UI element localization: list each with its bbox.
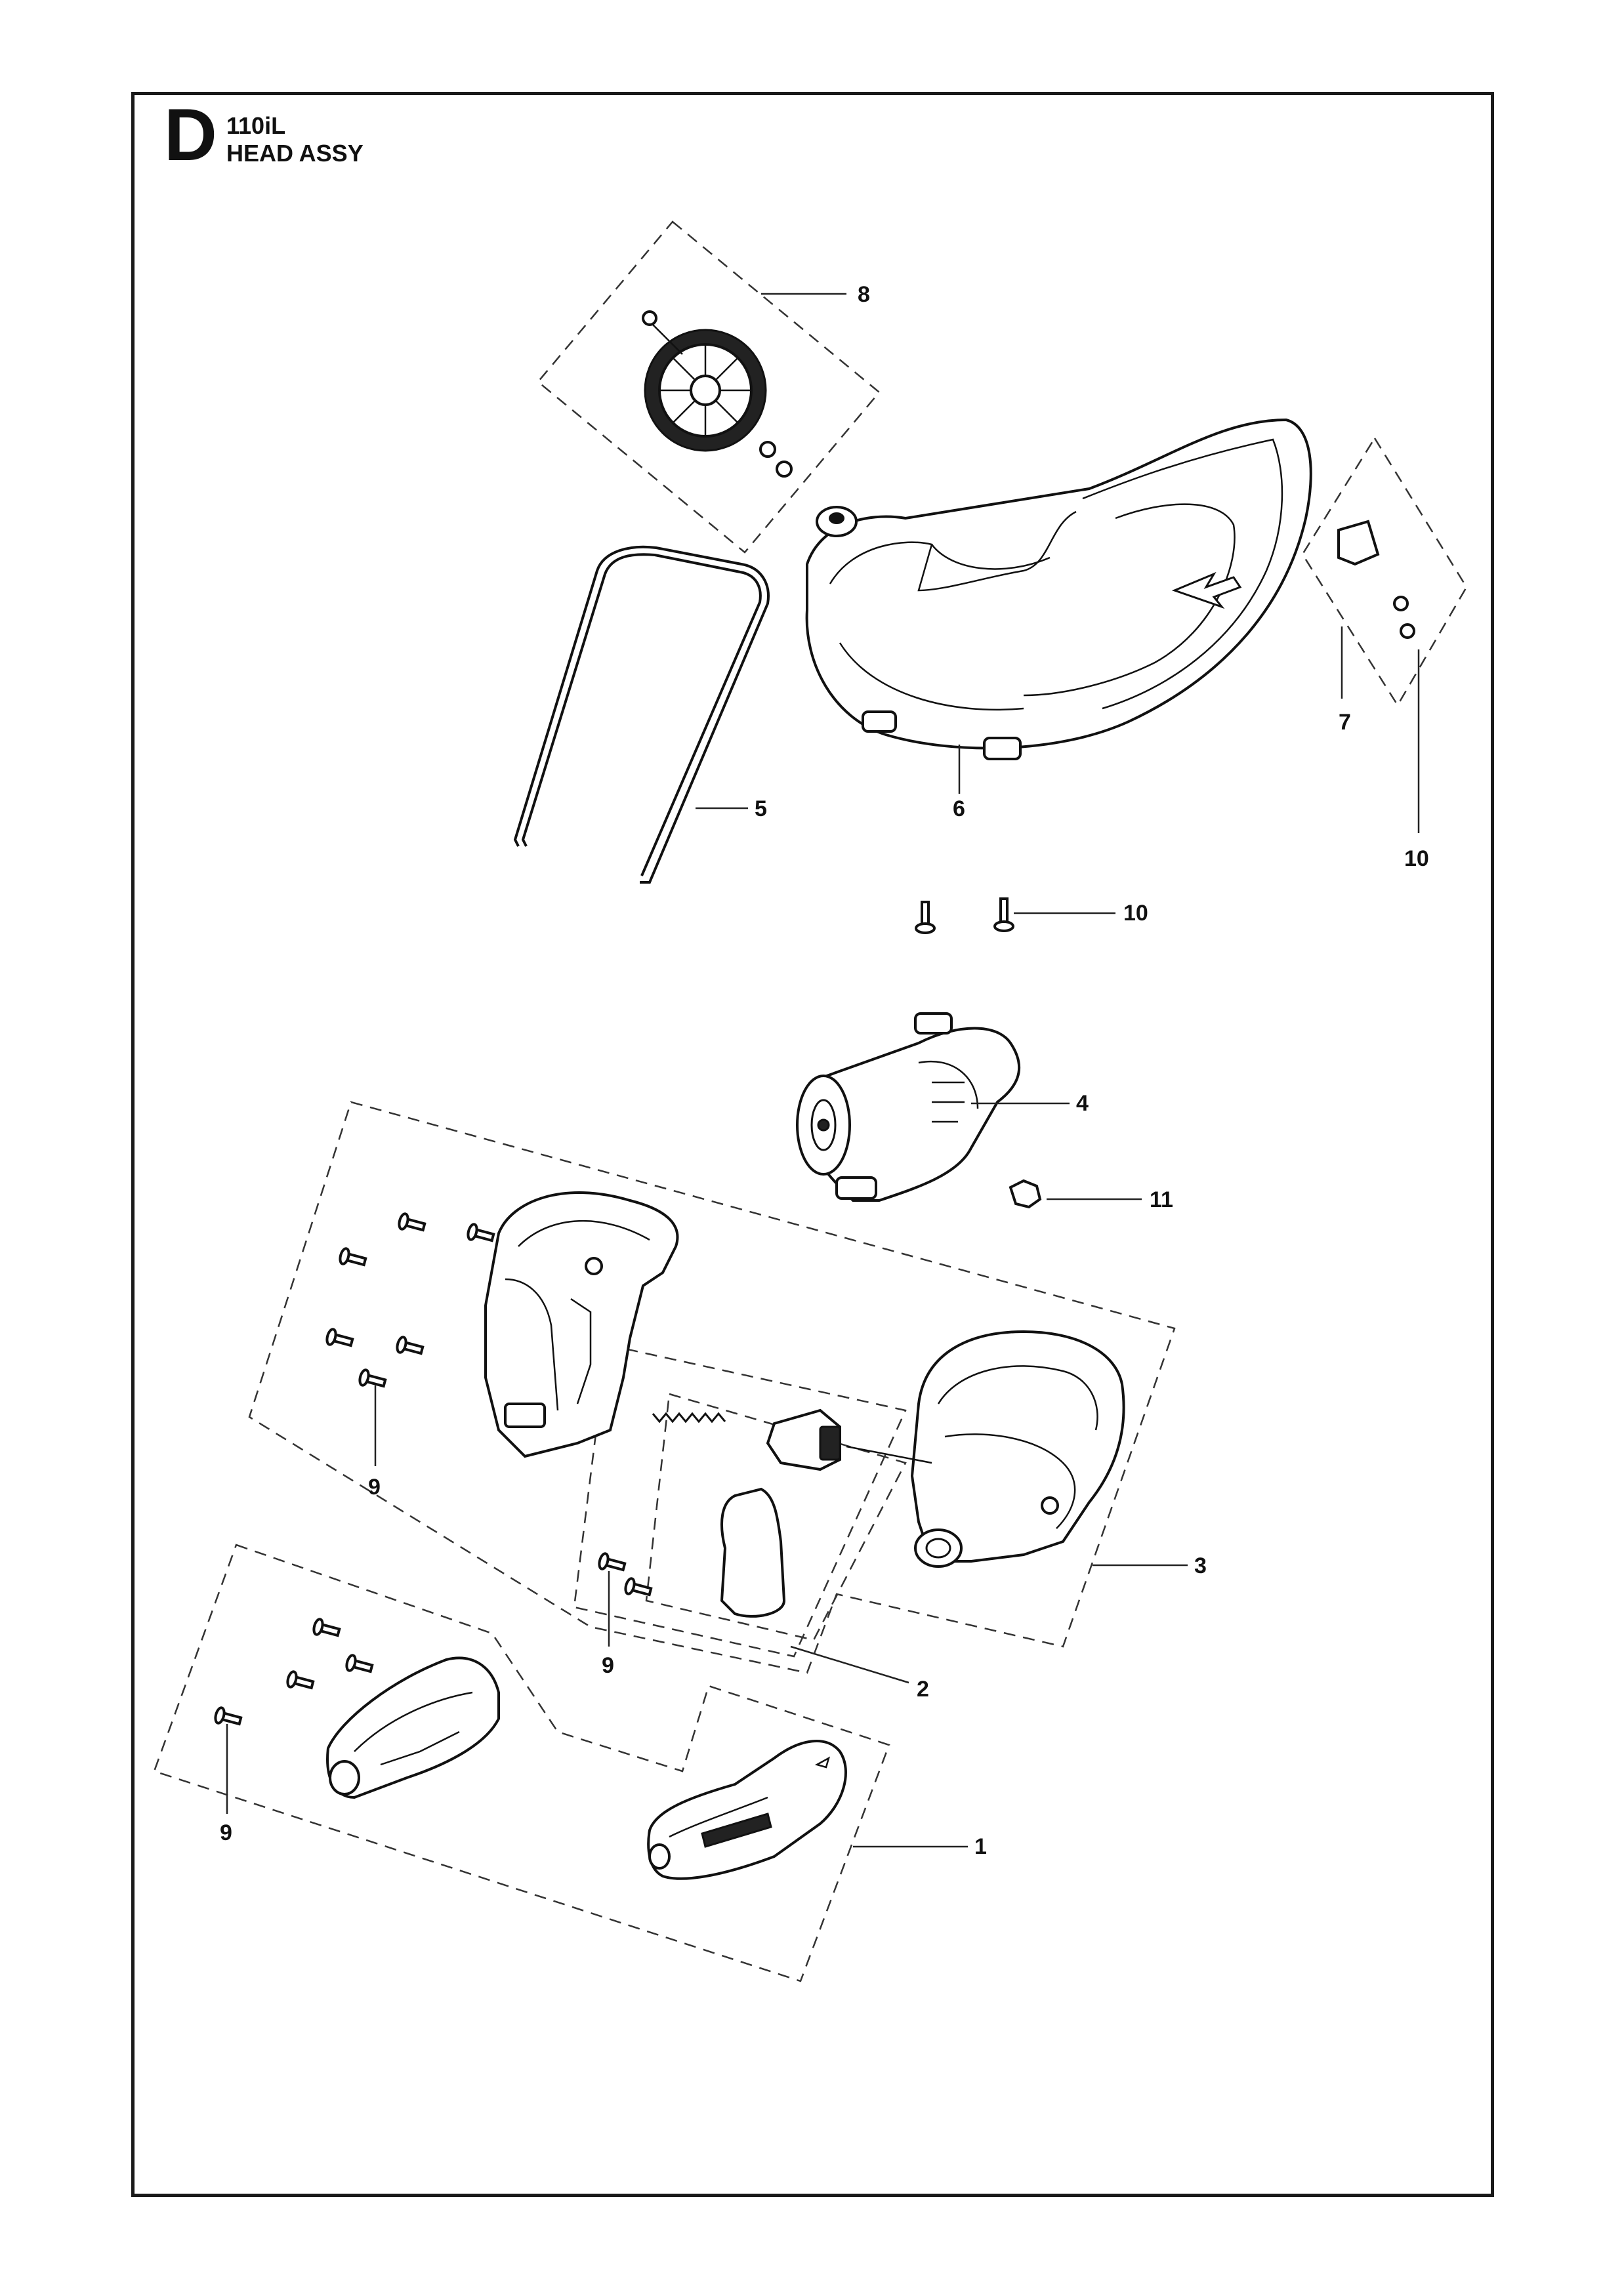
screw-set-switch (598, 1552, 653, 1597)
callout-11: 11 (1150, 1187, 1173, 1212)
callout-2: 2 (917, 1677, 929, 1702)
group-boundary-guard-bracket (1301, 436, 1468, 707)
group-boundary-handle (153, 1544, 890, 1982)
leader-line-2 (790, 1645, 909, 1684)
switch-assembly-part (652, 1408, 932, 1618)
callout-3: 3 (1194, 1553, 1207, 1578)
callout-10-top: 10 (1404, 846, 1429, 871)
right-housing-half-part (910, 1330, 1125, 1568)
model-name: 110iL (226, 112, 286, 139)
assembly-title: HEAD ASSY (226, 140, 364, 167)
callout-5: 5 (755, 796, 767, 821)
callout-9-handle: 9 (220, 1820, 232, 1845)
guard-part (805, 418, 1312, 760)
screw-set-housing (325, 1212, 495, 1388)
callout-1: 1 (974, 1834, 987, 1859)
page-frame (131, 92, 1494, 2197)
group-boundary-switch (573, 1343, 907, 1658)
callout-9-switch: 9 (602, 1653, 614, 1678)
callout-10-bottom: 10 (1123, 901, 1148, 926)
edging-wire-bail-part (513, 545, 770, 884)
callout-9-housing: 9 (368, 1475, 381, 1500)
callout-8: 8 (858, 282, 870, 307)
guard-bracket-part (1337, 520, 1415, 639)
left-housing-half-part (484, 1191, 679, 1458)
callout-7: 7 (1339, 710, 1351, 735)
handle-lower-half-part (326, 1656, 500, 1799)
callout-6: 6 (953, 796, 965, 821)
wheel-part (642, 310, 793, 478)
section-letter: D (164, 94, 217, 176)
group-boundary-wheel (537, 220, 881, 554)
nut-part (1009, 1179, 1042, 1209)
screw-pair-guard (915, 897, 1014, 934)
handle-cover-part (647, 1740, 847, 1880)
motor-part (796, 1012, 1020, 1202)
group-boundary-motor-housing (248, 1101, 1176, 1674)
screw-set-handle (214, 1618, 374, 1726)
callout-4: 4 (1076, 1091, 1089, 1116)
